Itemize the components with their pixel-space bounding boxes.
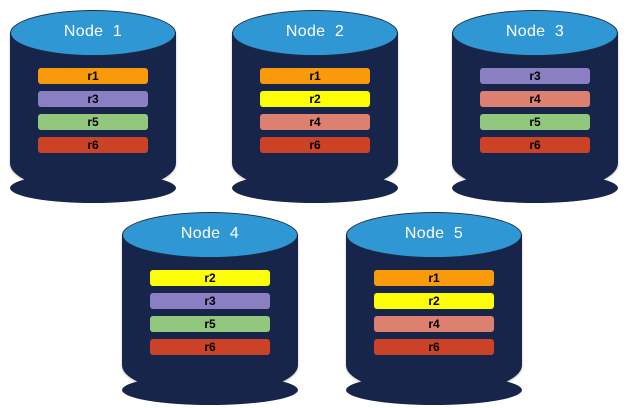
cylinder-body-icon — [346, 234, 522, 405]
node-label: Node 1 — [63, 23, 123, 40]
record-bar[interactable]: r5 — [480, 114, 590, 130]
node-label: Node 2 — [285, 23, 345, 40]
cylinder-body-icon — [232, 32, 398, 203]
node-cylinder-1[interactable]: Node 1 r1 r3 r5 r6 — [10, 10, 176, 203]
cylinder-bottom-cap-icon — [10, 173, 176, 203]
node-cylinder-5[interactable]: Node 5 r1 r2 r4 r6 — [346, 212, 522, 405]
node-cylinder-4[interactable]: Node 4 r2 r3 r5 r6 — [122, 212, 298, 405]
record-bar[interactable]: r2 — [150, 270, 270, 286]
record-bar[interactable]: r6 — [150, 339, 270, 355]
record-bar[interactable]: r6 — [260, 137, 370, 153]
record-list: r2 r3 r5 r6 — [150, 270, 270, 355]
record-bar[interactable]: r4 — [480, 91, 590, 107]
cylinder-body-icon — [10, 32, 176, 203]
record-bar[interactable]: r6 — [374, 339, 494, 355]
cylinder-body-icon — [452, 32, 618, 203]
cylinder-top-ellipse-icon — [346, 212, 522, 258]
cylinder-bottom-cap-icon — [346, 375, 522, 405]
record-list: r1 r3 r5 r6 — [38, 68, 148, 153]
record-bar[interactable]: r5 — [150, 316, 270, 332]
record-bar[interactable]: r3 — [480, 68, 590, 84]
record-bar[interactable]: r1 — [38, 68, 148, 84]
cylinder-body-icon — [122, 234, 298, 405]
node-label: Node 5 — [404, 225, 464, 242]
record-list: r3 r4 r5 r6 — [480, 68, 590, 153]
record-bar[interactable]: r6 — [38, 137, 148, 153]
record-bar[interactable]: r2 — [260, 91, 370, 107]
record-bar[interactable]: r5 — [38, 114, 148, 130]
cylinder-bottom-cap-icon — [232, 173, 398, 203]
cylinder-bottom-cap-icon — [452, 173, 618, 203]
record-bar[interactable]: r1 — [374, 270, 494, 286]
cylinder-top-ellipse-icon — [122, 212, 298, 258]
record-bar[interactable]: r3 — [150, 293, 270, 309]
record-bar[interactable]: r1 — [260, 68, 370, 84]
node-cylinder-2[interactable]: Node 2 r1 r2 r4 r6 — [232, 10, 398, 203]
node-label: Node 4 — [180, 225, 240, 242]
record-bar[interactable]: r2 — [374, 293, 494, 309]
node-label: Node 3 — [505, 23, 565, 40]
record-bar[interactable]: r6 — [480, 137, 590, 153]
cylinder-top-ellipse-icon — [232, 10, 398, 56]
record-bar[interactable]: r3 — [38, 91, 148, 107]
node-cylinder-3[interactable]: Node 3 r3 r4 r5 r6 — [452, 10, 618, 203]
cylinder-top-ellipse-icon — [10, 10, 176, 56]
cylinder-top-ellipse-icon — [452, 10, 618, 56]
cylinder-bottom-cap-icon — [122, 375, 298, 405]
record-bar[interactable]: r4 — [374, 316, 494, 332]
record-list: r1 r2 r4 r6 — [260, 68, 370, 153]
record-list: r1 r2 r4 r6 — [374, 270, 494, 355]
record-bar[interactable]: r4 — [260, 114, 370, 130]
